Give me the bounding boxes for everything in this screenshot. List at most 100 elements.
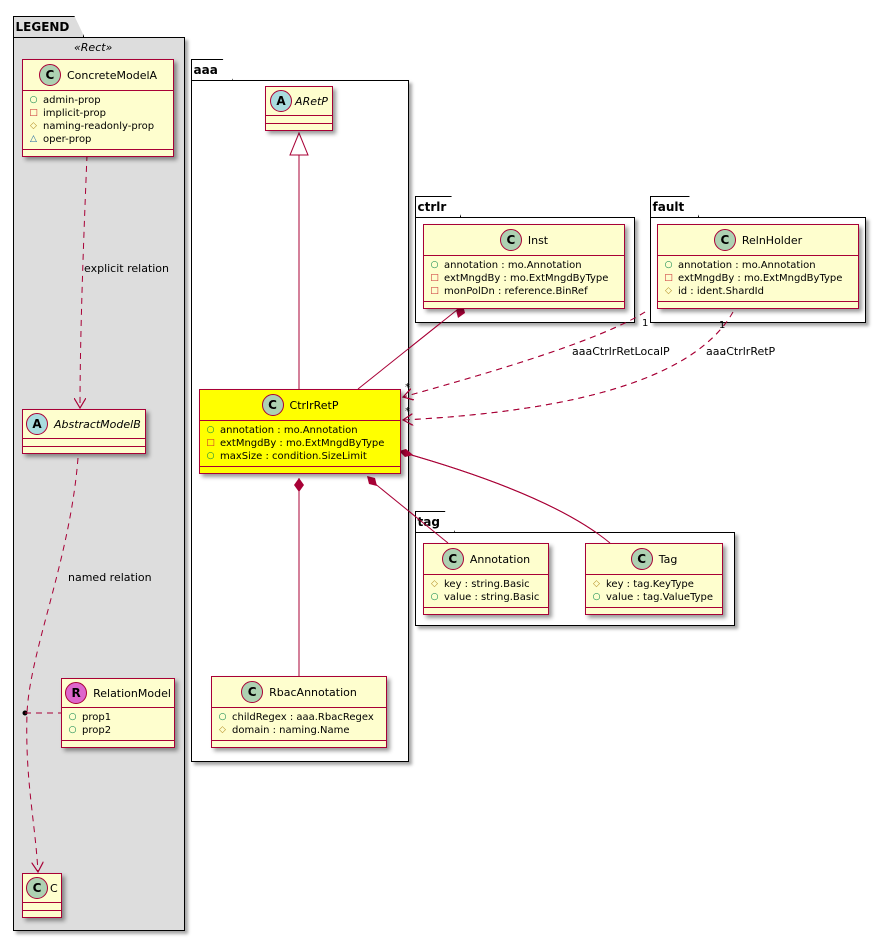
protected-visibility-icon: ◇ bbox=[431, 579, 438, 589]
attribute-text: extMngdBy : mo.ExtMngdByType bbox=[444, 273, 609, 284]
public-visibility-icon: ○ bbox=[664, 260, 673, 270]
class-rbac-annotation[interactable]: C RbacAnnotation ○childRegex : aaa.RbacR… bbox=[211, 676, 387, 748]
public-visibility-icon: ○ bbox=[592, 592, 601, 602]
class-operations bbox=[62, 741, 174, 747]
class-name: C bbox=[50, 881, 58, 895]
attribute-text: naming-readonly-prop bbox=[43, 121, 155, 132]
attribute-row: ◇ domain : naming.Name bbox=[218, 724, 380, 737]
class-spot-icon: A bbox=[270, 90, 293, 112]
class-abstract-model-b[interactable]: A AbstractModelB bbox=[22, 409, 146, 454]
class-operations bbox=[424, 302, 624, 308]
class-spot-icon: C bbox=[26, 877, 48, 899]
class-operations bbox=[23, 150, 173, 156]
attribute-row: ○ admin-prop bbox=[29, 94, 167, 107]
ret-p-edge bbox=[403, 311, 734, 420]
attribute-text: domain : naming.Name bbox=[232, 725, 350, 736]
public-visibility-icon: ○ bbox=[218, 712, 227, 722]
attribute-row: ○annotation : mo.Annotation bbox=[206, 424, 394, 437]
attribute-text: key : string.Basic bbox=[444, 579, 530, 590]
attribute-text: monPolDn : reference.BinRef bbox=[444, 286, 588, 297]
class-inst[interactable]: C Inst ○annotation : mo.Annotation □extM… bbox=[423, 224, 625, 309]
class-name: CtrlrRetP bbox=[289, 398, 339, 412]
attribute-row: □implicit-prop bbox=[29, 107, 167, 120]
class-relation-model[interactable]: R RelationModel ○prop1 ○ prop2 bbox=[61, 678, 175, 748]
local-p-label: aaaCtrlrRetLocalP bbox=[572, 345, 670, 358]
attribute-text: admin-prop bbox=[43, 95, 101, 106]
class-header: C Tag bbox=[586, 544, 722, 575]
class-ctrlrretp[interactable]: C CtrlrRetP ○annotation : mo.Annotation … bbox=[199, 389, 401, 474]
attribute-text: key : tag.KeyType bbox=[606, 579, 694, 590]
protected-visibility-icon: ◇ bbox=[30, 121, 37, 131]
attribute-row: □monPolDn : reference.BinRef bbox=[430, 285, 618, 298]
attribute-row: △ oper-prop bbox=[29, 133, 167, 146]
public-visibility-icon: ○ bbox=[68, 725, 77, 735]
local-p-source-multiplicity: 1 bbox=[642, 318, 649, 329]
class-name: RbacAnnotation bbox=[269, 685, 357, 699]
class-aretp[interactable]: A ARetP bbox=[265, 86, 333, 131]
class-attributes: ○annotation : mo.Annotation □extMngdBy :… bbox=[658, 256, 858, 302]
attribute-row: □extMngdBy : mo.ExtMngdByType bbox=[430, 272, 618, 285]
package-tab: tag bbox=[415, 511, 455, 532]
attribute-row: ◇ key : tag.KeyType bbox=[592, 578, 716, 591]
local-p-target-multiplicity: * bbox=[405, 382, 410, 393]
class-attributes bbox=[23, 903, 61, 911]
class-header: C CtrlrRetP bbox=[200, 390, 400, 421]
attribute-text: id : ident.ShardId bbox=[678, 286, 764, 297]
ret-p-edge-overlay bbox=[403, 311, 734, 420]
package-visibility-icon: △ bbox=[30, 134, 37, 144]
class-name: Annotation bbox=[469, 552, 531, 566]
class-header: C Annotation bbox=[424, 544, 548, 575]
class-spot-icon: C bbox=[630, 548, 653, 570]
protected-visibility-icon: ◇ bbox=[219, 725, 226, 735]
class-attributes: ○ childRegex : aaa.RbacRegex ◇ domain : na… bbox=[212, 708, 386, 741]
public-visibility-icon: ○ bbox=[206, 425, 215, 435]
attribute-text: maxSize : condition.SizeLimit bbox=[220, 451, 367, 462]
attribute-row: ○ prop2 bbox=[68, 724, 168, 737]
class-attributes: ◇ key : string.Basic ○ value : string.Basi… bbox=[424, 575, 548, 608]
public-visibility-icon: ○ bbox=[430, 592, 439, 602]
class-tag[interactable]: C Tag ◇ key : tag.KeyType ○ value : tag.Va… bbox=[585, 543, 723, 615]
attribute-row: ○ value : string.Basic bbox=[430, 591, 542, 604]
attribute-text: childRegex : aaa.RbacRegex bbox=[232, 712, 374, 723]
class-name: Inst bbox=[527, 233, 549, 247]
attribute-row: □extMngdBy : mo.ExtMngdByType bbox=[664, 272, 852, 285]
class-spot-icon: C bbox=[441, 548, 464, 570]
ret-p-target-multiplicity: * bbox=[405, 406, 410, 417]
package-tab: fault bbox=[650, 196, 700, 217]
public-visibility-icon: ○ bbox=[68, 712, 77, 722]
class-name: RelnHolder bbox=[741, 233, 803, 247]
ret-p-source-multiplicity: 1 bbox=[719, 320, 726, 331]
class-annotation[interactable]: C Annotation ◇ key : string.Basic ○ value … bbox=[423, 543, 549, 615]
attribute-text: oper-prop bbox=[43, 134, 92, 145]
private-visibility-icon: □ bbox=[29, 108, 38, 118]
attribute-row: ○ annotation : mo.Annotation bbox=[430, 259, 618, 272]
class-operations bbox=[23, 447, 145, 453]
class-header: R RelationModel bbox=[62, 679, 174, 708]
public-visibility-icon: ○ bbox=[430, 260, 439, 270]
class-reln-holder[interactable]: C RelnHolder ○annotation : mo.Annotation… bbox=[657, 224, 859, 309]
attribute-row: ○prop1 bbox=[68, 711, 168, 724]
package-tab: LEGEND bbox=[13, 16, 85, 37]
protected-visibility-icon: ◇ bbox=[665, 286, 672, 296]
attribute-text: value : tag.ValueType bbox=[606, 592, 714, 603]
protected-visibility-icon: ◇ bbox=[593, 579, 600, 589]
class-spot-icon: A bbox=[26, 413, 48, 435]
private-visibility-icon: □ bbox=[206, 438, 215, 448]
class-attributes bbox=[266, 116, 332, 124]
attribute-text: annotation : mo.Annotation bbox=[444, 260, 582, 271]
attribute-row: ○ childRegex : aaa.RbacRegex bbox=[218, 711, 380, 724]
class-c[interactable]: C C bbox=[22, 873, 62, 918]
attribute-text: prop2 bbox=[82, 725, 112, 736]
class-header: C ConcreteModelA bbox=[23, 60, 173, 91]
class-name: ARetP bbox=[295, 94, 328, 108]
class-attributes: ○ admin-prop □implicit-prop ◇ naming-reado… bbox=[23, 91, 173, 150]
class-concrete-model-a[interactable]: C ConcreteModelA ○ admin-prop □implicit-p… bbox=[22, 59, 174, 157]
class-operations bbox=[586, 608, 722, 614]
class-attributes: ○prop1 ○ prop2 bbox=[62, 708, 174, 741]
attribute-row: ○maxSize : condition.SizeLimit bbox=[206, 450, 394, 463]
attribute-row: ◇ key : string.Basic bbox=[430, 578, 542, 591]
attribute-text: value : string.Basic bbox=[444, 592, 540, 603]
public-visibility-icon: ○ bbox=[29, 95, 38, 105]
class-operations bbox=[424, 608, 548, 614]
attribute-row: ◇ naming-readonly-prop bbox=[29, 120, 167, 133]
